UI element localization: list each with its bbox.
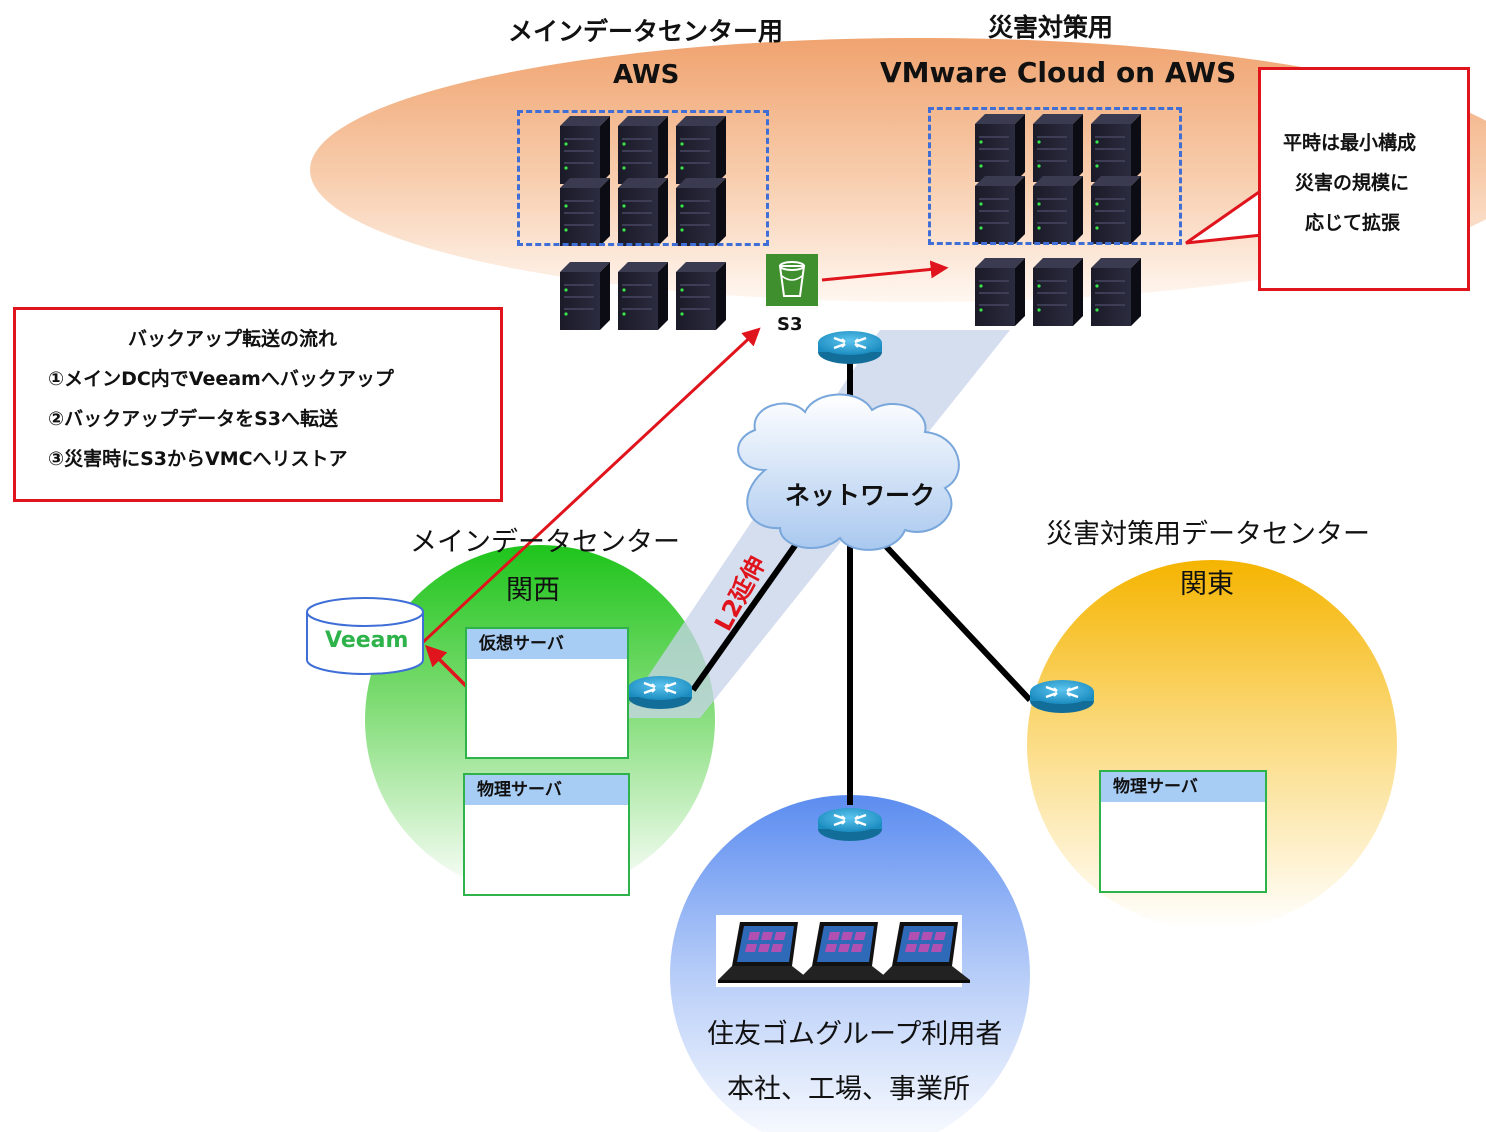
virtual-server-panel: 仮想サーバ bbox=[465, 627, 629, 759]
callout-line2: 災害の規模に bbox=[1295, 172, 1410, 194]
users-label-line1: 住友ゴムグループ利用者 bbox=[707, 1019, 1003, 1050]
aws-title-line1: メインデータセンター用 bbox=[508, 17, 784, 46]
server-icon bbox=[560, 262, 610, 330]
router-icon bbox=[626, 674, 694, 711]
dr-physical-server-panel: 物理サーバ bbox=[1099, 770, 1267, 893]
s3-bucket-icon bbox=[766, 254, 818, 306]
legend-step1: ①メインDC内でVeeamへバックアップ bbox=[48, 368, 394, 390]
arrow-veeam-to-s3 bbox=[418, 327, 761, 647]
server-icon bbox=[618, 262, 668, 330]
dr-dc-title-line2: 関東 bbox=[1180, 569, 1234, 600]
database-icon bbox=[306, 597, 424, 675]
aws-dashed-group-box bbox=[517, 110, 769, 246]
legend-step2: ②バックアップデータをS3へ転送 bbox=[48, 408, 338, 430]
dr-physical-server-panel-header: 物理サーバ bbox=[1101, 772, 1265, 802]
network-label: ネットワーク bbox=[785, 481, 936, 510]
server-icon bbox=[1033, 258, 1083, 326]
users-label-line2: 本社、工場、事業所 bbox=[727, 1074, 970, 1105]
legend-step3: ③災害時にS3からVMCへリストア bbox=[48, 448, 348, 470]
router-icon bbox=[816, 329, 884, 366]
vmc-dashed-group-box bbox=[928, 107, 1182, 245]
main-dc-title-line1: メインデータセンター bbox=[410, 527, 680, 558]
physical-server-panel-header: 物理サーバ bbox=[465, 775, 628, 805]
legend-title: バックアップ転送の流れ bbox=[128, 328, 338, 350]
vmc-title-line1: 災害対策用 bbox=[988, 13, 1114, 42]
main-dc-title-line2: 関西 bbox=[506, 575, 560, 606]
server-icon bbox=[975, 258, 1025, 326]
virtual-server-panel-header: 仮想サーバ bbox=[467, 629, 627, 659]
veeam-label: Veeam bbox=[325, 628, 409, 653]
link-dr-dc bbox=[877, 537, 1033, 703]
router-icon bbox=[816, 806, 884, 843]
callout-line3: 応じて拡張 bbox=[1305, 212, 1401, 234]
callout-line1: 平時は最小構成 bbox=[1283, 132, 1417, 154]
arrow-s3-to-vmc bbox=[821, 260, 949, 282]
aws-title-line2: AWS bbox=[613, 60, 680, 90]
server-icon bbox=[676, 262, 726, 330]
dr-dc-title-line1: 災害対策用データセンター bbox=[1046, 519, 1370, 550]
cloud-icon bbox=[737, 393, 960, 551]
vmc-title-line2: VMware Cloud on AWS bbox=[880, 56, 1237, 89]
router-icon bbox=[1028, 678, 1096, 715]
s3-label: S3 bbox=[777, 314, 803, 335]
scaling-callout: 平時は最小構成 災害の規模に 応じて拡張 bbox=[1258, 67, 1470, 291]
physical-server-panel: 物理サーバ bbox=[463, 773, 630, 896]
link-main-dc bbox=[690, 528, 809, 692]
server-icon bbox=[1091, 258, 1141, 326]
backup-flow-legend: バックアップ転送の流れ ①メインDC内でVeeamへバックアップ ②バックアップ… bbox=[13, 307, 503, 502]
